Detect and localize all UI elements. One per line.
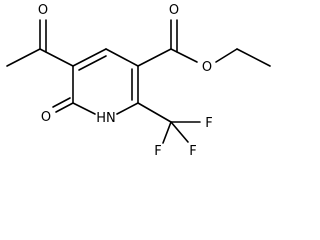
bond-ch2-ch3: [236, 48, 271, 67]
fluorine-label-lower-right: F: [189, 144, 196, 159]
chemical-structure: HN O O O O F F F: [6, 3, 271, 159]
bond-c5-acetyl: [39, 48, 74, 67]
ring-carbonyl-oxygen-label: O: [41, 110, 51, 125]
bond-c5-c4-double: [78, 55, 107, 71]
bond-c3-ester-carbon: [137, 48, 172, 67]
bond-cf3-f-lower-right: [170, 121, 189, 143]
bond-acetyl-methyl: [6, 48, 41, 67]
fluorine-label-upper: F: [205, 116, 212, 131]
bond-n1-c6: [72, 102, 96, 115]
bond-c6-o-double-b: [52, 97, 71, 108]
ester-carbonyl-oxygen-label: O: [169, 3, 179, 18]
ring-nitrogen-label: HN: [96, 111, 116, 126]
bond-c5-c4: [72, 48, 107, 67]
bond-c2-cf3: [137, 102, 172, 123]
bond-c2-n1: [116, 102, 139, 115]
fluorine-label-lower-left: F: [154, 144, 161, 159]
bond-ester-carbon-o-single: [170, 48, 198, 63]
bond-ether-o-ch2: [215, 48, 238, 63]
bond-c4-c3: [105, 48, 139, 67]
bond-c6-o-double-a: [55, 102, 74, 113]
acetyl-oxygen-label: O: [38, 3, 48, 18]
ester-ether-oxygen-label: O: [202, 60, 212, 75]
bond-cf3-f-lower-left: [162, 121, 172, 144]
